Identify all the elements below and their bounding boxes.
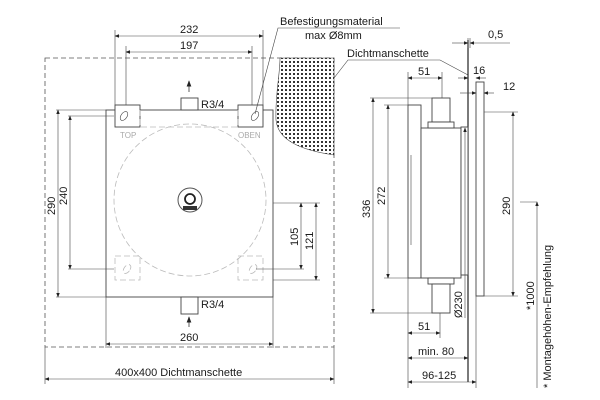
dim-260: 260 — [180, 332, 198, 344]
dim-16: 16 — [473, 65, 485, 77]
lug-bottom-right — [237, 255, 264, 281]
inlet-pipe-bottom — [180, 296, 199, 315]
dim-121: 121 — [304, 232, 316, 250]
dim-290-front: 290 — [46, 197, 58, 215]
height-1000: *1000 — [525, 281, 537, 310]
seal-outline — [44, 57, 335, 348]
logo-icon — [177, 187, 203, 213]
label-top: TOP — [120, 131, 136, 140]
lug-top-right — [237, 104, 264, 128]
dim-105: 105 — [289, 228, 301, 246]
dim-12: 12 — [503, 81, 515, 93]
slot-hole — [250, 111, 260, 121]
dim-240: 240 — [58, 187, 70, 205]
cover-plate — [475, 81, 485, 297]
pipe-top-side — [431, 97, 451, 123]
cutout-circle — [113, 123, 267, 277]
slot-hole — [119, 111, 129, 121]
footnote: * Montagehöhen-Empfehlung — [542, 245, 554, 388]
hatched-seal-area — [275, 57, 335, 156]
dim-0-5: 0,5 — [488, 29, 503, 41]
dim-51-top: 51 — [418, 66, 430, 78]
inlet-top-label: R3/4 — [201, 99, 224, 111]
seal-size-label: 400x400 Dichtmanschette — [115, 367, 242, 379]
dim-51-bottom: 51 — [418, 321, 430, 333]
dim-232: 232 — [180, 24, 198, 36]
label-oben: OBEN — [238, 131, 261, 140]
inlet-bottom-label: R3/4 — [201, 299, 224, 311]
slot-hole — [248, 264, 258, 274]
seal-callout-label: Dichtmanschette — [347, 48, 429, 60]
side-view: 0,5 16 12 51 51 336 272 Ø230 290 min. 80… — [361, 29, 554, 388]
front-view: TOP OBEN R3/4 R3/4 232 197 290 240 105 1… — [44, 16, 469, 384]
pipe-bottom-side — [431, 283, 451, 314]
housing-body — [420, 127, 462, 279]
dim-272: 272 — [376, 187, 388, 205]
dim-336: 336 — [361, 200, 373, 218]
dim-197: 197 — [180, 40, 198, 52]
housing-flange — [407, 104, 422, 279]
dim-230: Ø230 — [453, 291, 465, 318]
fixing-material-label: Befestigungsmaterial — [280, 16, 383, 28]
dim-min-80: min. 80 — [418, 346, 454, 358]
dim-96-125: 96-125 — [422, 370, 456, 382]
dim-290-side: 290 — [501, 197, 513, 215]
slot-hole — [122, 264, 132, 274]
fixing-material-size: max Ø8mm — [305, 30, 362, 42]
inlet-pipe-top — [180, 97, 199, 111]
lug-bottom-left — [114, 255, 141, 281]
